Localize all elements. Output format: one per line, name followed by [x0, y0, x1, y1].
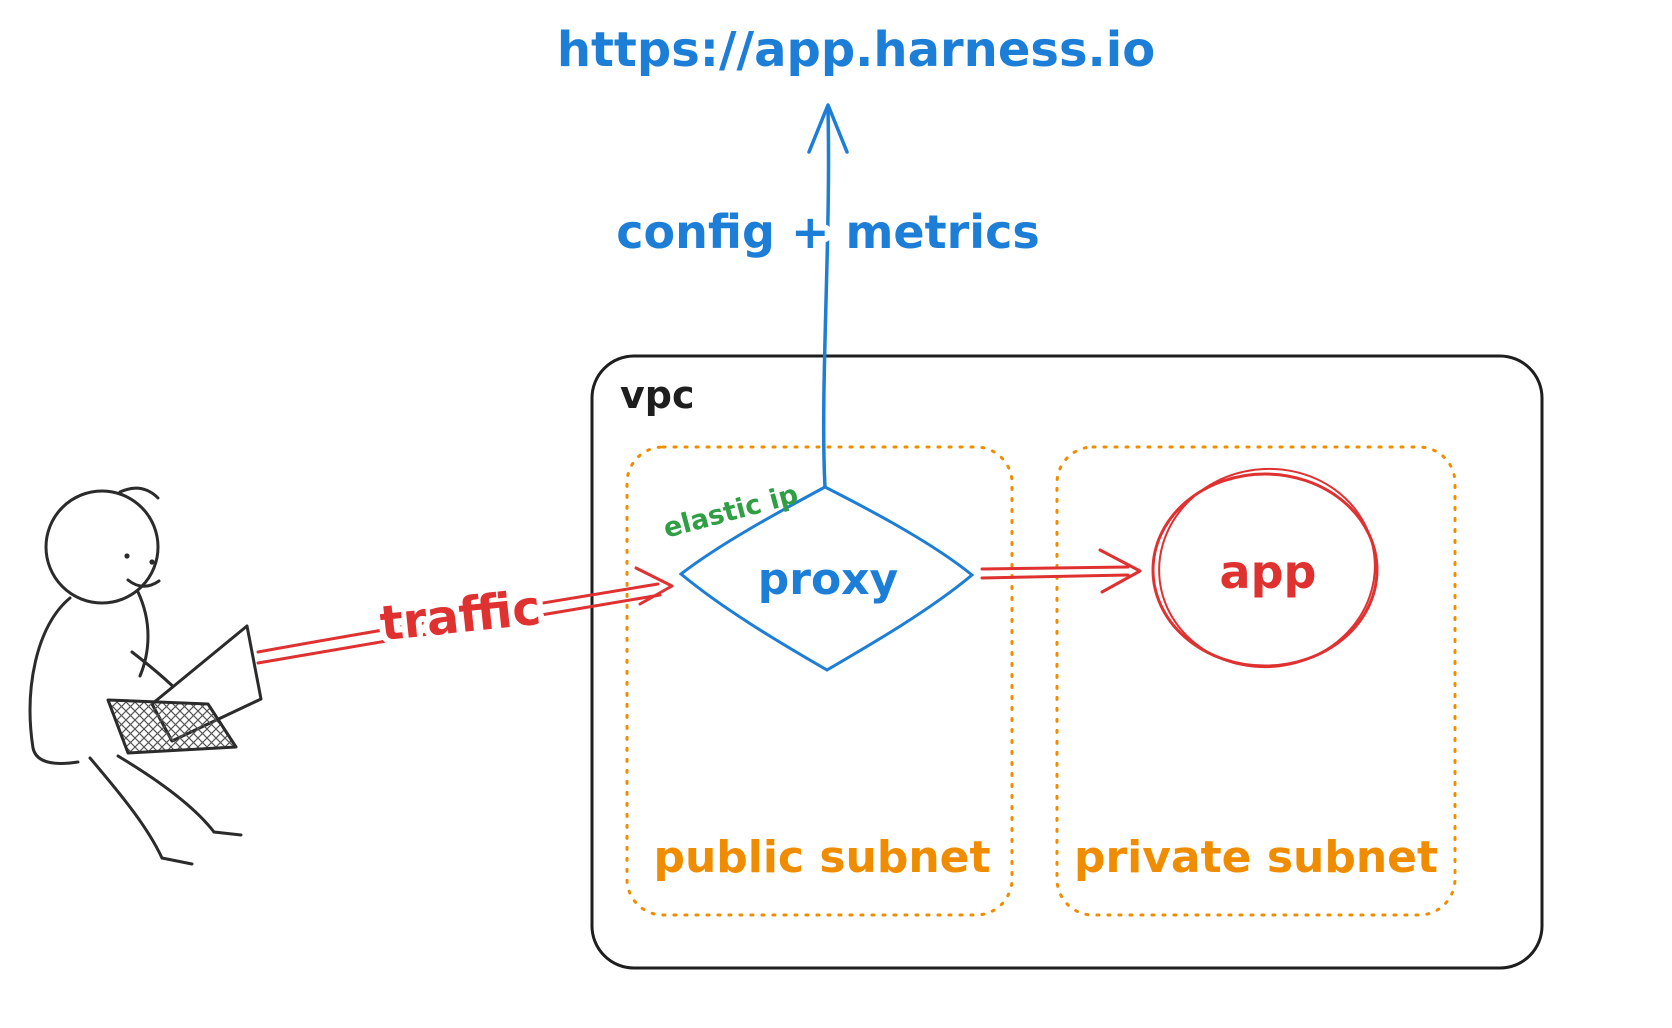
external-url-label: https://app.harness.io [557, 22, 1155, 78]
proxy-to-app-arrow [980, 548, 1142, 594]
config-metrics-label: config + metrics [616, 205, 1039, 259]
public-subnet-box: public subnet [625, 445, 1014, 917]
traffic-label: traffic [377, 580, 543, 653]
person-with-laptop-illustration [28, 486, 263, 866]
app-label: app [1220, 545, 1317, 599]
proxy-diamond: proxy [678, 485, 975, 672]
proxy-label: proxy [758, 554, 899, 605]
public-subnet-label: public subnet [653, 832, 990, 883]
private-subnet-box: private subnet [1055, 445, 1457, 917]
config-metrics-arrow [807, 103, 849, 489]
vpc-label: vpc [620, 373, 695, 417]
private-subnet-label: private subnet [1074, 832, 1438, 883]
app-circle: app [1151, 467, 1379, 669]
traffic-arrow [256, 566, 674, 665]
vpc-box: vpc [590, 354, 1544, 970]
